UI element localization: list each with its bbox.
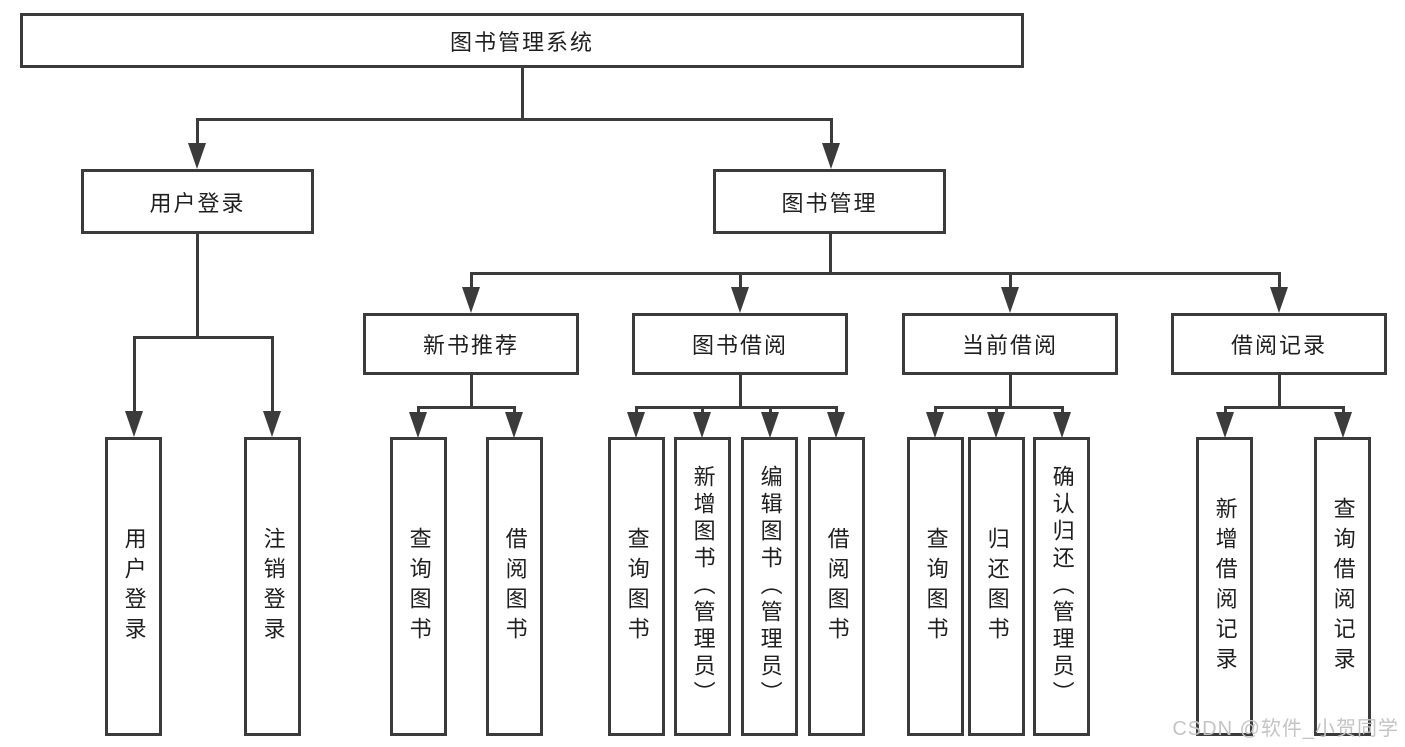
arrow-down-icon — [409, 412, 427, 438]
connector-line — [635, 406, 838, 409]
node-label: 图书管理 — [781, 190, 878, 216]
arrow-down-icon — [822, 143, 840, 169]
arrow-down-icon — [505, 412, 523, 438]
connector-line — [1224, 406, 1345, 409]
node-root: 图书管理系统 — [20, 13, 1024, 68]
leaf-user-login: 用户登录 — [105, 437, 162, 736]
connector-line — [1009, 375, 1012, 406]
leaf-borrow-books-borrowing: 借阅图书 — [808, 437, 865, 736]
arrow-down-icon — [693, 412, 711, 438]
leaf-label: 查询图书 — [624, 526, 650, 647]
node-label: 图书借阅 — [691, 333, 788, 358]
leaf-query-books-recommend: 查询图书 — [390, 437, 447, 736]
leaf-label: 新增图书（管理员） — [690, 465, 716, 708]
node-label: 新书推荐 — [422, 333, 519, 358]
node-label: 当前借阅 — [961, 333, 1058, 358]
connector-line — [470, 272, 473, 287]
leaf-label: 查询借阅记录 — [1330, 496, 1356, 677]
node-user-login: 用户登录 — [81, 169, 314, 234]
arrow-down-icon — [926, 412, 944, 438]
node-label: 借阅记录 — [1230, 333, 1327, 358]
connector-line — [196, 118, 199, 143]
arrow-down-icon — [1216, 412, 1234, 438]
connector-line — [1278, 272, 1281, 287]
connector-line — [470, 375, 473, 406]
connector-line — [739, 272, 742, 287]
node-root-label: 图书管理系统 — [449, 29, 594, 55]
connector-line — [1278, 375, 1281, 406]
arrow-down-icon — [731, 287, 749, 313]
connector-line — [417, 406, 420, 412]
arrow-down-icon — [761, 412, 779, 438]
arrow-down-icon — [263, 411, 281, 437]
arrow-down-icon — [627, 412, 645, 438]
leaf-label: 借阅图书 — [824, 526, 850, 647]
leaf-query-books-current: 查询图书 — [907, 437, 964, 736]
connector-line — [133, 336, 274, 339]
connector-line — [271, 336, 274, 411]
connector-line — [769, 406, 772, 412]
arrow-down-icon — [188, 143, 206, 169]
connector-line — [1342, 406, 1345, 412]
leaf-label: 新增借阅记录 — [1212, 496, 1238, 677]
connector-line — [1009, 272, 1012, 287]
node-label: 用户登录 — [149, 190, 246, 216]
node-borrowing-records: 借阅记录 — [1171, 313, 1387, 375]
arrow-down-icon — [1053, 412, 1071, 438]
leaf-confirm-return-admin: 确认归还（管理员） — [1033, 437, 1090, 736]
watermark: CSDN @软件_小贺同学 — [1172, 718, 1399, 740]
arrow-down-icon — [987, 412, 1005, 438]
leaf-label: 查询图书 — [923, 526, 949, 647]
leaf-label: 确认归还（管理员） — [1049, 465, 1075, 708]
leaf-label: 查询图书 — [406, 526, 432, 647]
connector-line — [934, 406, 937, 412]
arrow-down-icon — [1001, 287, 1019, 313]
leaf-label: 编辑图书（管理员） — [757, 465, 783, 708]
arrow-down-icon — [1270, 287, 1288, 313]
node-current-borrowing: 当前借阅 — [902, 313, 1118, 375]
connector-line — [1061, 406, 1064, 412]
leaf-borrow-books-recommend: 借阅图书 — [486, 437, 543, 736]
connector-line — [470, 272, 1281, 275]
connector-line — [635, 406, 638, 412]
leaf-label: 借阅图书 — [502, 526, 528, 647]
arrow-down-icon — [125, 411, 143, 437]
connector-line — [196, 118, 833, 121]
node-new-book-recommendation: 新书推荐 — [363, 313, 579, 375]
arrow-down-icon — [1334, 412, 1352, 438]
leaf-label: 注销登录 — [260, 526, 286, 647]
connector-line — [1224, 406, 1227, 412]
leaf-add-books-admin: 新增图书（管理员） — [674, 437, 731, 736]
connector-line — [739, 375, 742, 406]
leaf-query-books-borrowing: 查询图书 — [608, 437, 665, 736]
connector-line — [133, 336, 136, 411]
connector-line — [995, 406, 998, 412]
leaf-edit-books-admin: 编辑图书（管理员） — [741, 437, 798, 736]
leaf-query-borrow-record: 查询借阅记录 — [1314, 437, 1371, 736]
leaf-add-borrow-record: 新增借阅记录 — [1196, 437, 1253, 736]
connector-line — [417, 406, 516, 409]
connector-line — [835, 406, 838, 412]
node-book-borrowing: 图书借阅 — [632, 313, 848, 375]
connector-line — [830, 118, 833, 143]
connector-line — [701, 406, 704, 412]
connector-line — [934, 406, 1064, 409]
node-book-management: 图书管理 — [713, 169, 946, 234]
leaf-logout: 注销登录 — [244, 437, 301, 736]
arrow-down-icon — [462, 287, 480, 313]
arrow-down-icon — [827, 412, 845, 438]
leaf-return-books: 归还图书 — [968, 437, 1025, 736]
connector-line — [196, 234, 199, 336]
leaf-label: 用户登录 — [121, 526, 147, 647]
connector-line — [829, 234, 832, 272]
leaf-label: 归还图书 — [984, 526, 1010, 647]
connector-line — [513, 406, 516, 412]
connector-line — [521, 68, 524, 118]
